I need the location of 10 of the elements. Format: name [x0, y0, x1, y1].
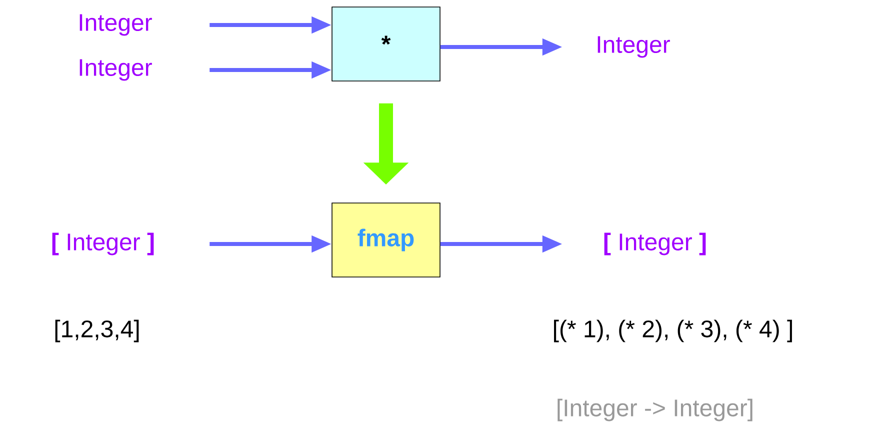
type-label: [ Integer ] — [604, 232, 706, 256]
value-label: [(* 1), (* 2), (* 3), (* 4) ] — [554, 320, 792, 342]
type-label: Integer — [598, 36, 670, 58]
process-box: fmap — [332, 202, 440, 278]
type-label: [ Integer ] — [52, 232, 154, 256]
type-label: Integer — [80, 14, 152, 36]
value-label: [1,2,3,4] — [55, 320, 139, 342]
process-box: * — [332, 6, 440, 82]
value-label: [Integer -> Integer] — [558, 398, 752, 422]
type-label: Integer — [80, 59, 152, 81]
